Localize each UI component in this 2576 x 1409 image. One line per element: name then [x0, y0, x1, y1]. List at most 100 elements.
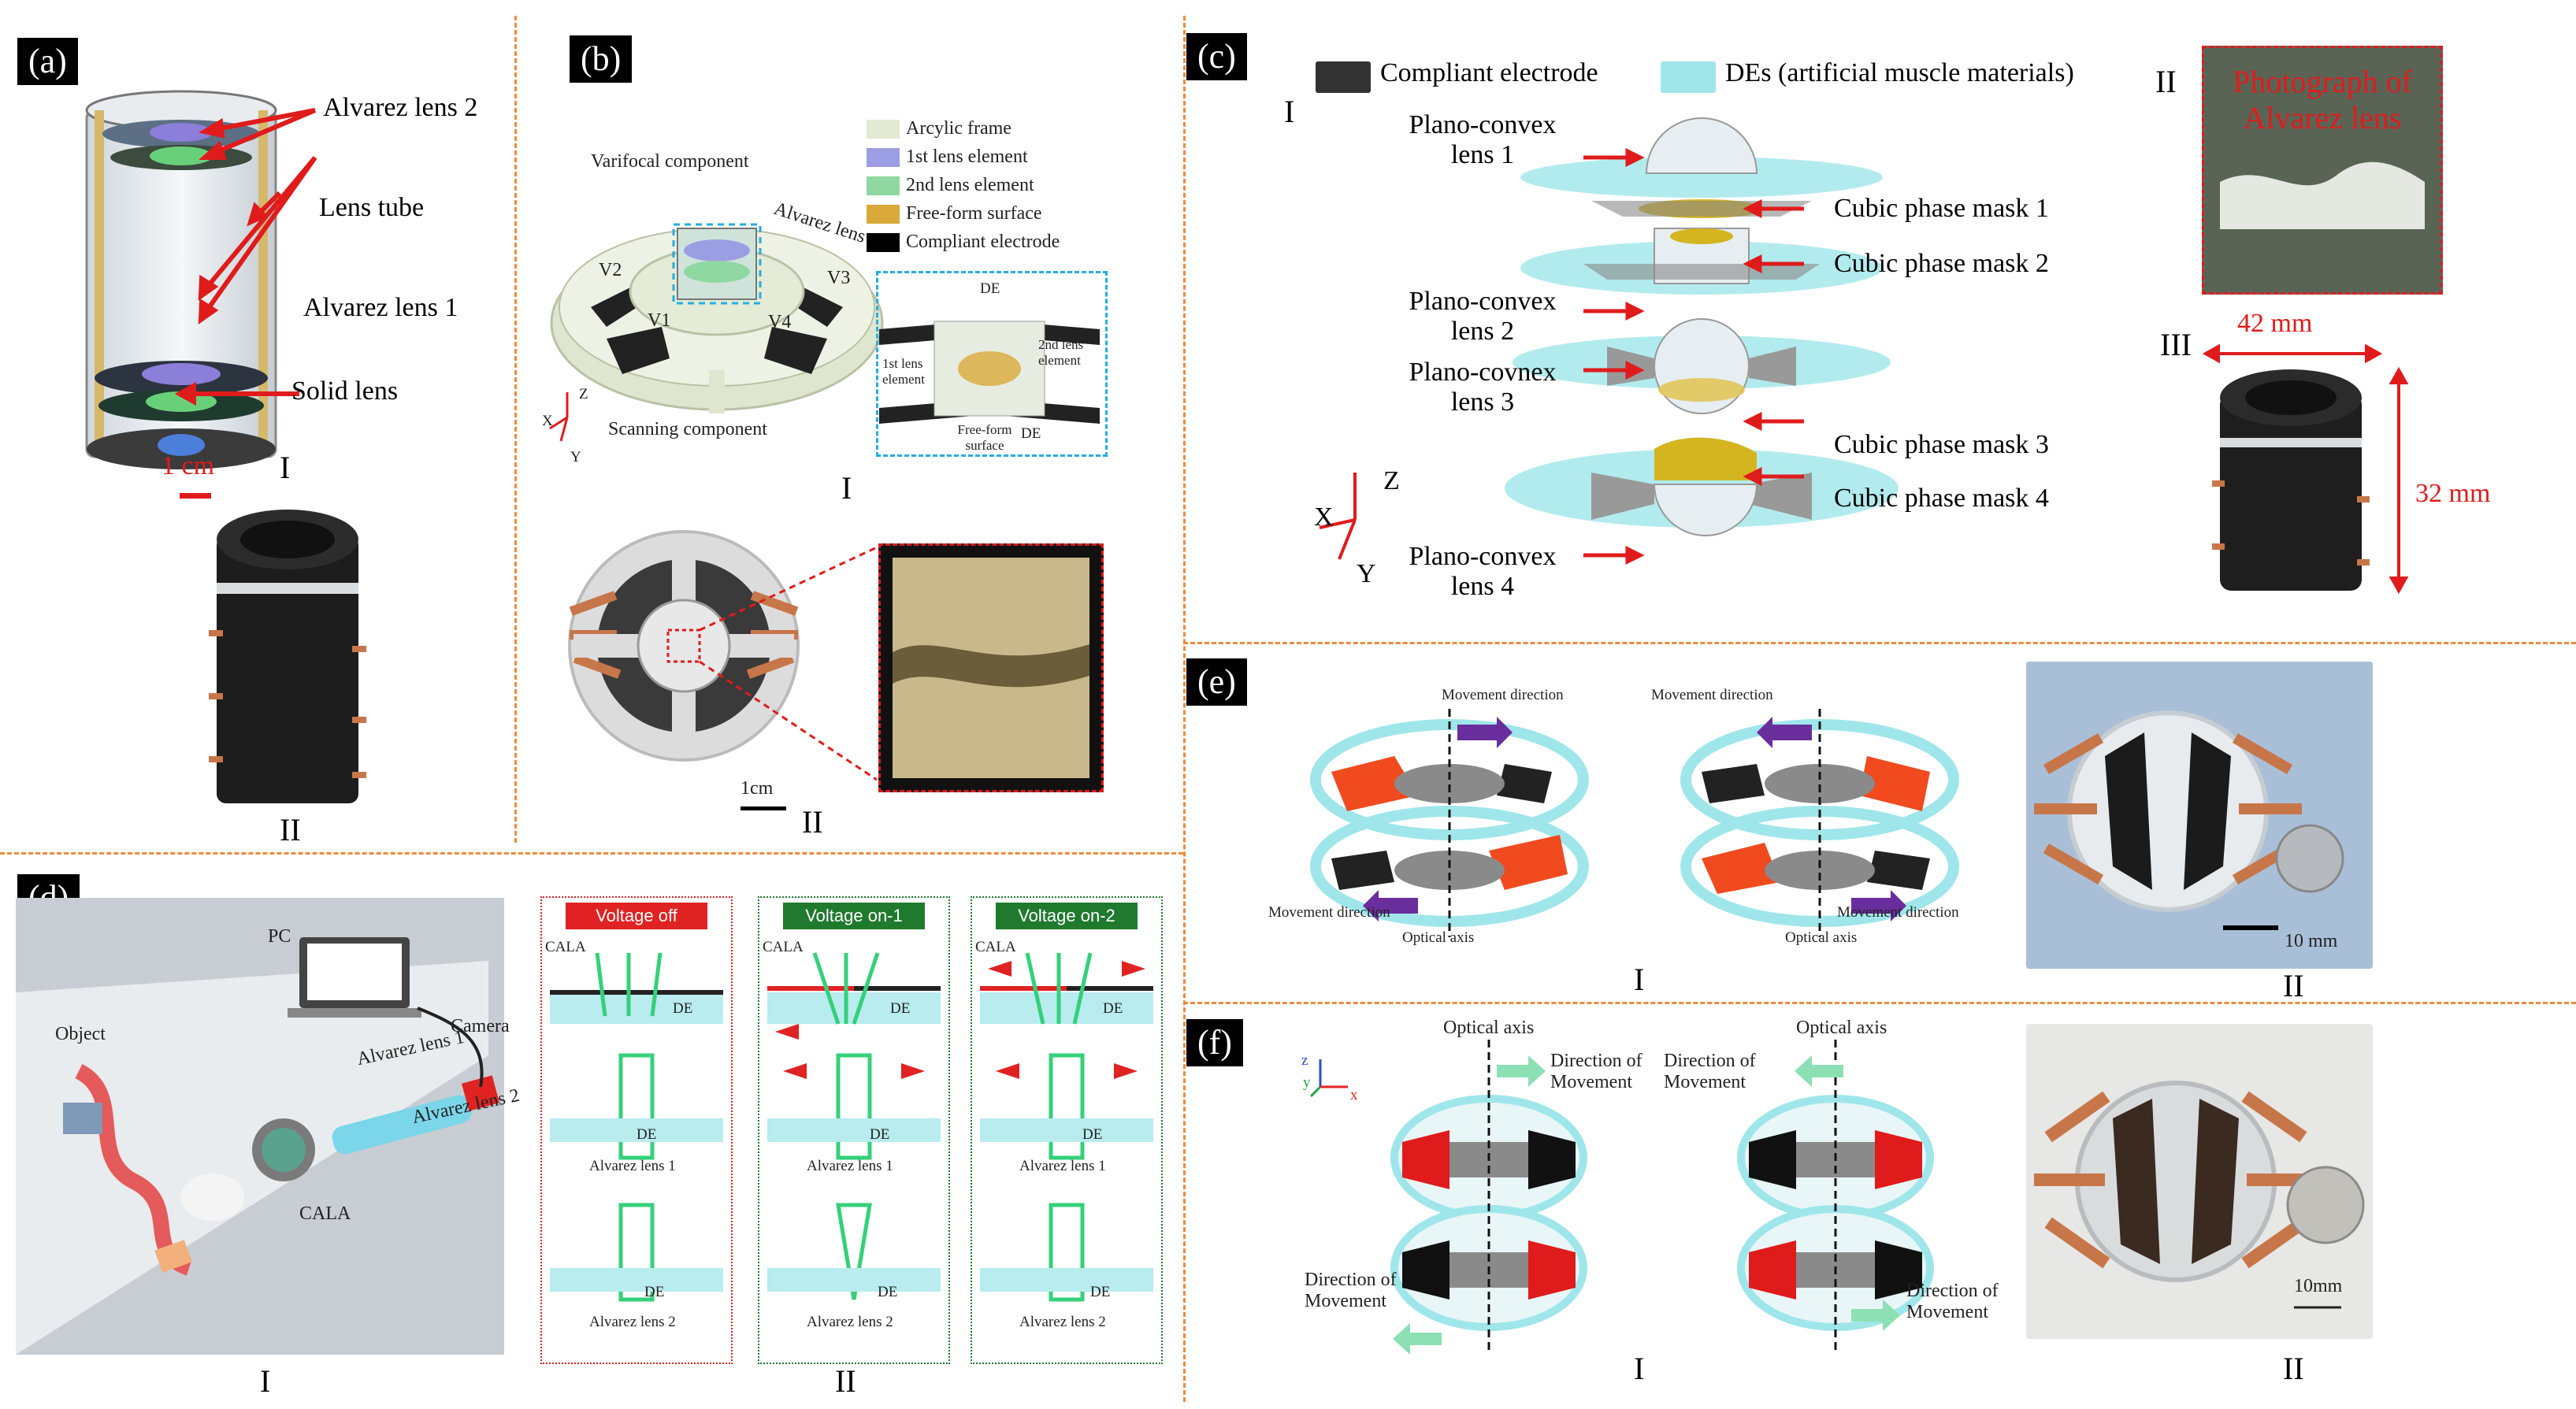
roman-f-1: I [1634, 1351, 1645, 1386]
state-off-cala: CALA [545, 939, 586, 955]
panel-b-label: (b) [570, 35, 633, 83]
roman-f-2: II [2283, 1351, 2304, 1386]
tag-voltage-off: Voltage off [566, 903, 707, 929]
panel-c-label: (c) [1186, 33, 1247, 81]
label-lens-tube: Lens tube [319, 193, 425, 222]
label-f-dir-2: Direction of Movement [1305, 1270, 1397, 1311]
axis-z-b: Z [579, 386, 588, 402]
axis-x-c: X [1314, 502, 1334, 532]
cala-stack-illustration [1505, 117, 1899, 536]
photo-caption: Photograph of Alvarez lens [2233, 64, 2412, 135]
scale-1cm-b: 1cm [741, 778, 774, 799]
label-object: Object [55, 1024, 106, 1044]
legend-swatch-freeform [867, 205, 900, 224]
inset-illustration [879, 321, 1100, 424]
label-pcl-2: Plano-convex lens 2 [1409, 287, 1557, 346]
move-arrows-f-left-2 [1393, 1323, 1442, 1355]
imaging-system-illustration [16, 898, 504, 1355]
divider-c-e [1183, 642, 2576, 644]
tag-voltage-on-2: Voltage on-2 [996, 903, 1138, 929]
label-f-dir-1: Direction of Movement [1550, 1051, 1642, 1092]
state-off-lens2: Alvarez lens 2 [589, 1314, 676, 1330]
divider-b-c [1183, 16, 1186, 1402]
state-voltage-on-1: Voltage on-1 CALA DE DE Alvarez lens 1 D… [758, 896, 950, 1364]
tube-photo-c [2212, 369, 2370, 591]
state-on2-de-2: DE [1082, 1126, 1103, 1143]
inset-freeform: Free-form surface [957, 422, 1012, 453]
move-arrows-f-left [1497, 1055, 1546, 1087]
state-on2-cala: CALA [975, 939, 1016, 955]
label-v2: V2 [599, 260, 622, 280]
label-f-axis-2: Optical axis [1796, 1018, 1887, 1038]
label-cpm-2: Cubic phase mask 2 [1834, 249, 2049, 278]
dim-arrow-vertical [2389, 366, 2409, 595]
translation-diagram-f-right [1737, 1040, 1934, 1355]
roman-e-1: I [1634, 962, 1645, 997]
label-cala-d: CALA [299, 1203, 351, 1224]
legend-c-electrode-swatch [1316, 61, 1371, 93]
legend-swatch-lens2 [867, 176, 900, 195]
divider-a-b [514, 16, 517, 843]
varifocal-device-illustration [550, 223, 884, 413]
roman-e-2: II [2283, 968, 2304, 1003]
scale-10mm-f: 10mm [2294, 1276, 2343, 1296]
translation-diagram-e-left [1310, 709, 1589, 937]
label-pc: PC [268, 926, 291, 947]
label-v4: V4 [768, 312, 792, 332]
inset-de-top: DE [980, 280, 1000, 297]
state-on1-lens2: Alvarez lens 2 [807, 1314, 893, 1330]
label-e-move-1: Movement direction [1442, 687, 1564, 703]
state-on2-de-3: DE [1090, 1284, 1111, 1300]
state-off-de-2: DE [637, 1126, 657, 1143]
label-cpm-4: Cubic phase mask 4 [1834, 484, 2049, 513]
scale-1cm: 1 cm [161, 451, 215, 480]
inset-lens1: 1st lens element [882, 356, 925, 387]
panel-a-label: (a) [17, 38, 78, 86]
panel-e-label: (e) [1186, 658, 1247, 706]
device-photo-e [2026, 662, 2373, 969]
tag-voltage-on-1: Voltage on-1 [783, 903, 925, 929]
panel-a-arrows [174, 108, 317, 406]
dim-42mm: 42 mm [2237, 309, 2313, 338]
state-on1-lens1: Alvarez lens 1 [807, 1158, 893, 1174]
label-e-move-3: Movement direction [1651, 687, 1773, 703]
roman-a-1: I [280, 450, 291, 485]
label-f-dir-4: Direction of Movement [1906, 1281, 1999, 1322]
label-e-axis-1: Optical axis [1402, 929, 1475, 946]
state-off-de-3: DE [644, 1284, 665, 1300]
legend-swatch-frame [867, 120, 900, 139]
state-on1-de-3: DE [878, 1284, 898, 1300]
label-e-move-2: Movement direction [1268, 904, 1390, 921]
zoom-lines-b [699, 546, 878, 781]
roman-b-1: I [841, 470, 852, 506]
freeform-zoom-photo [878, 543, 1104, 792]
lens-tube-illustration [85, 90, 277, 469]
label-alvarez-lens-2: Alvarez lens 2 [323, 93, 478, 122]
legend-c-de-swatch [1661, 61, 1716, 93]
legend-c-de: DEs (artificial muscle materials) [1725, 58, 2074, 87]
roman-a-2: II [280, 812, 301, 847]
legend-freeform: Free-form surface [906, 203, 1042, 224]
divider-e-f [1183, 1002, 2576, 1004]
axis-z-f: z [1301, 1052, 1308, 1069]
move-arrows-f-right [1795, 1055, 1843, 1087]
roman-c-2: II [2155, 64, 2177, 99]
label-solid-lens: Solid lens [291, 376, 399, 406]
device-top-photo [568, 530, 800, 762]
axis-x-b: X [542, 413, 553, 429]
label-f-dir-3: Direction of Movement [1664, 1051, 1756, 1092]
legend-lens2: 2nd lens element [906, 175, 1034, 195]
inset-box-b [876, 271, 1108, 457]
lens-tube-photo [209, 504, 366, 811]
axis-y-c: Y [1357, 559, 1376, 588]
label-varifocal: Varifocal component [591, 151, 749, 172]
roman-c-1: I [1284, 94, 1295, 129]
label-pcl-3: Plano-covnex lens 3 [1409, 358, 1557, 417]
move-arrows-f-right-2 [1851, 1300, 1900, 1331]
state-on2-lens2: Alvarez lens 2 [1019, 1314, 1106, 1330]
legend-electrode: Compliant electrode [906, 232, 1060, 252]
inset-lens2: 2nd lens element [1038, 337, 1084, 368]
translation-diagram-e-right [1680, 709, 1959, 937]
translation-diagram-f-left [1390, 1040, 1587, 1355]
label-e-axis-2: Optical axis [1785, 929, 1858, 946]
